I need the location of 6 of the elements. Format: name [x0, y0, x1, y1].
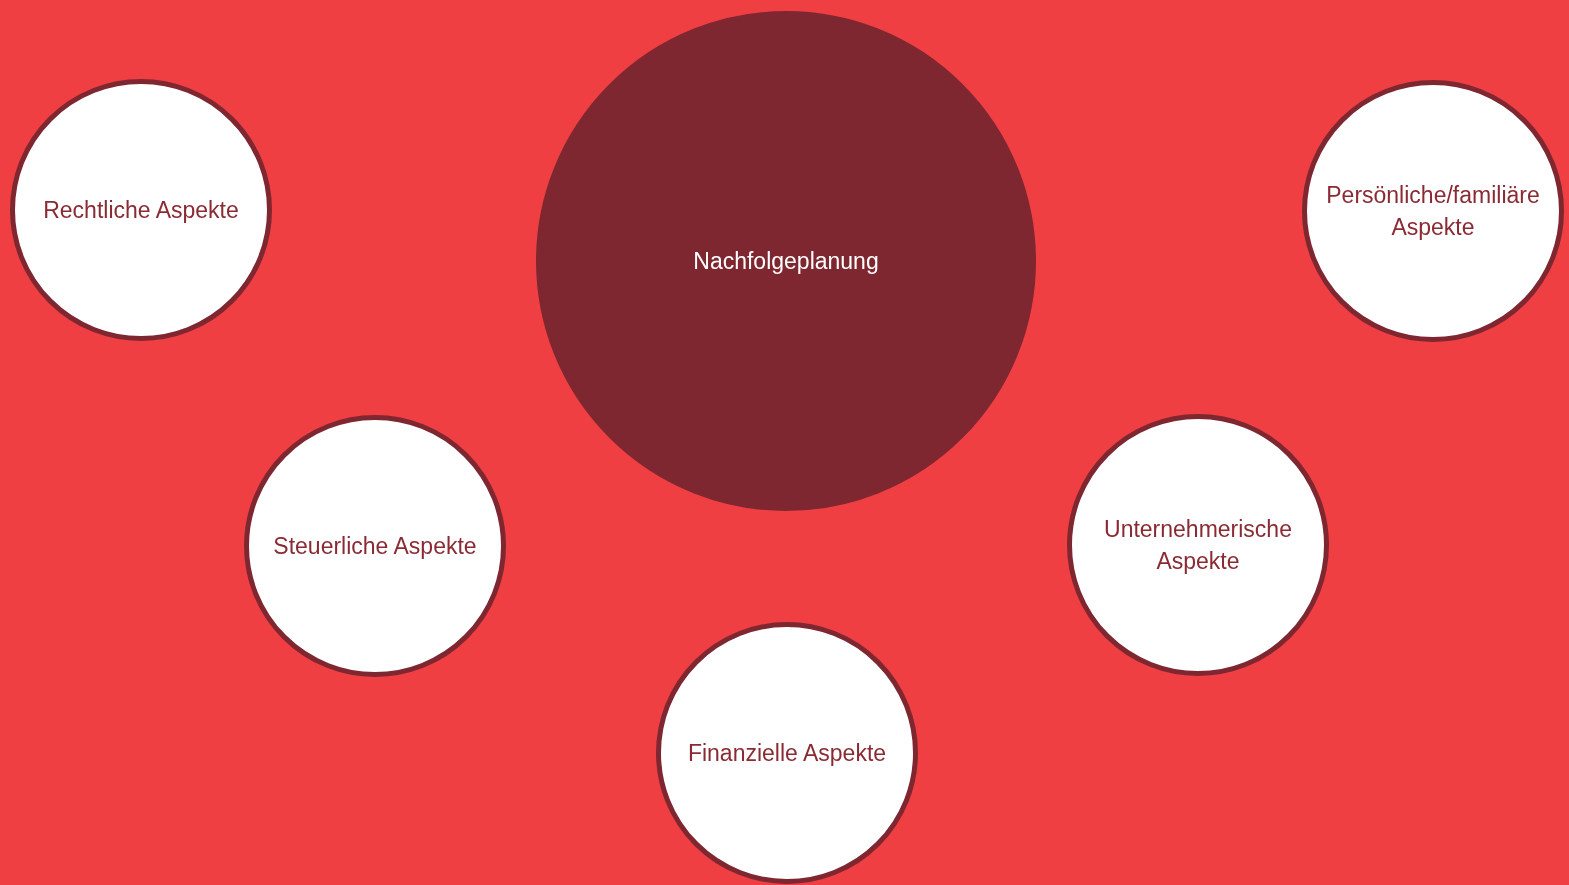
topic-label: Persönliche/familiäre Aspekte [1325, 181, 1541, 242]
topic-label: Finanzielle Aspekte [687, 739, 887, 768]
topic-label: Steuerliche Aspekte [273, 532, 477, 561]
topic-label: Unternehmerische Aspekte [1103, 515, 1293, 576]
topic-label: Nachfolgeplanung [693, 247, 879, 276]
topic-label: Rechtliche Aspekte [43, 196, 239, 225]
